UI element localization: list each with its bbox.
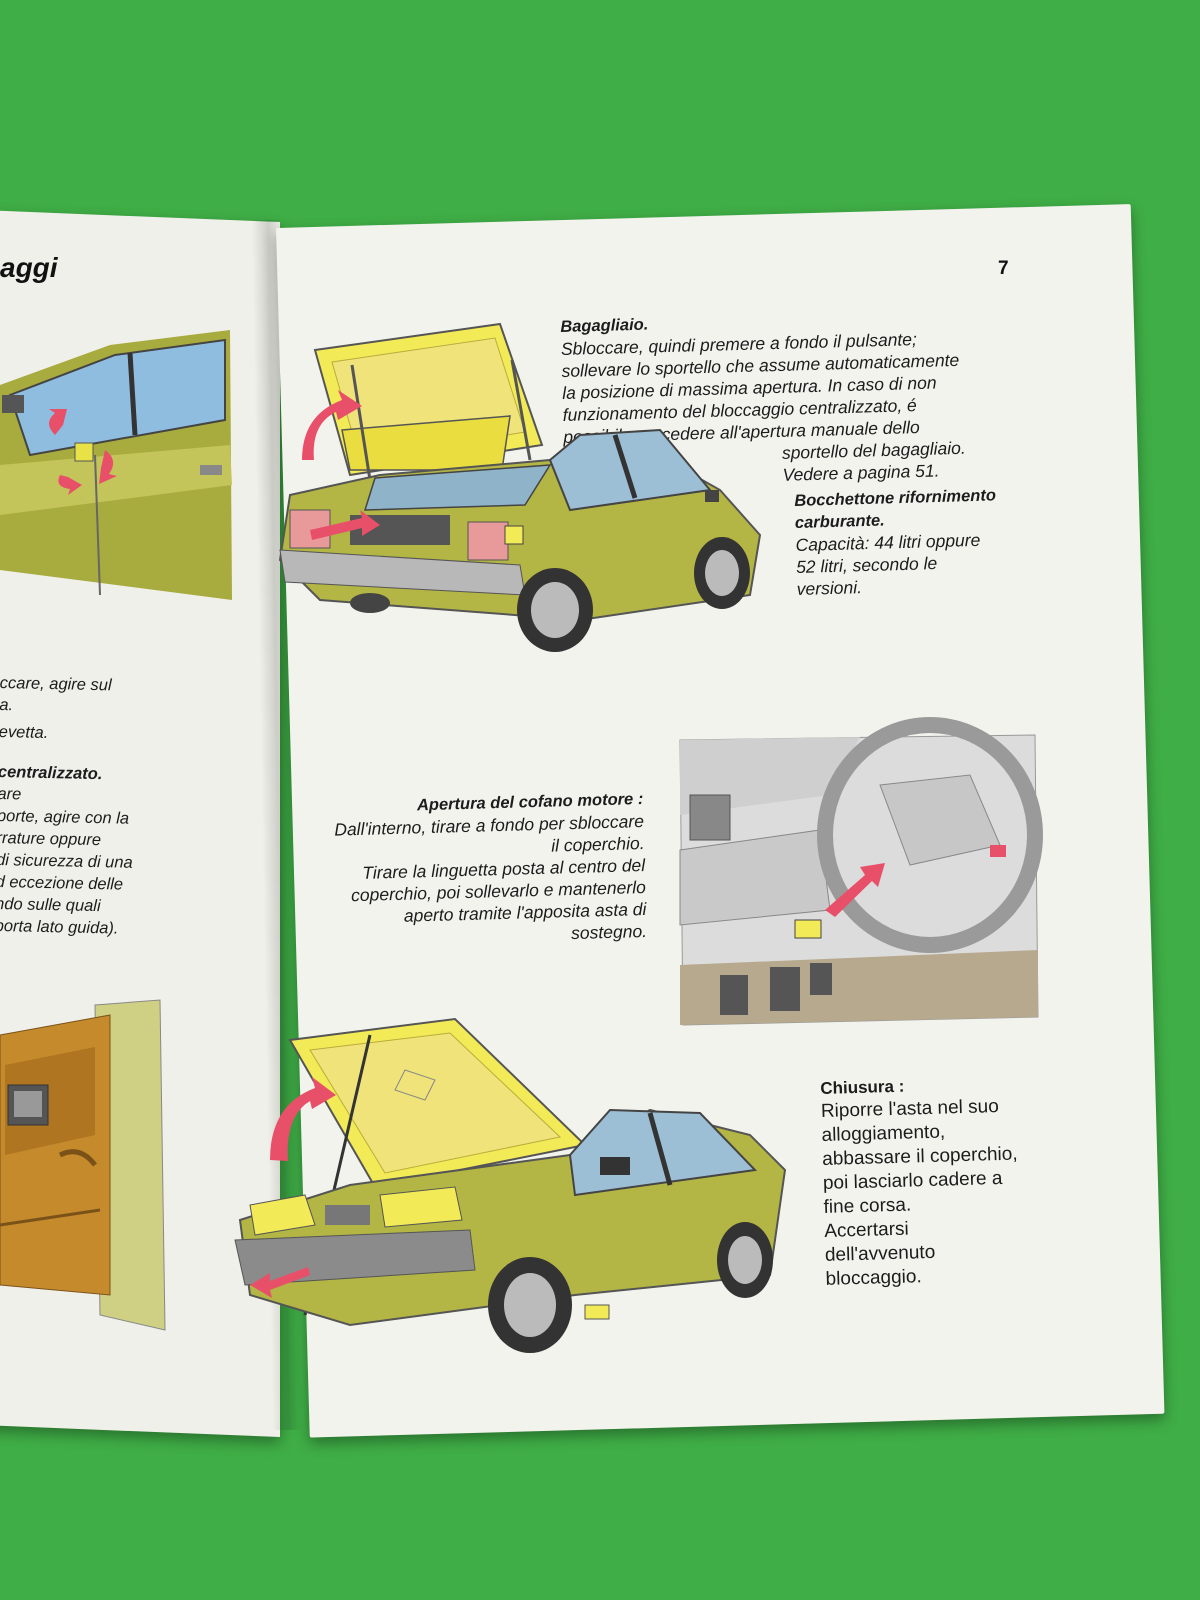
front-car-hood-illustration: [234, 1017, 787, 1353]
left-line: di sicurezza di una: [0, 850, 133, 872]
left-line: porta lato guida).: [0, 916, 119, 938]
cofano-block: Apertura del cofano motore : Dall'intern…: [255, 788, 647, 953]
left-line: are: [0, 784, 22, 804]
bocchettone-block: Bocchettone rifornimento carburante. Cap…: [794, 484, 999, 600]
left-line: rrature oppure: [0, 828, 102, 850]
left-line: d eccezione delle: [0, 872, 124, 894]
chiusura-block: Chiusura : Riporre l'asta nel suo allogg…: [820, 1073, 1021, 1292]
rear-car-hatch-illustration: [278, 322, 762, 652]
page-number: 7: [998, 258, 1009, 279]
left-line: a.: [0, 695, 14, 715]
left-line: ccare, agire sul: [0, 673, 112, 695]
left-door-interior-illustration: [0, 999, 166, 1331]
interior-dashboard-illustration: [679, 717, 1043, 1026]
left-line: ndo sulle quali: [0, 894, 101, 916]
left-line: centralizzato.: [0, 762, 103, 784]
left-line: evetta.: [0, 722, 49, 743]
left-line: porte, agire con la: [0, 806, 130, 828]
left-car-door-illustration: [0, 330, 232, 600]
left-heading-fragment: aggi: [0, 252, 58, 283]
left-text-column: ccare, agire sul a. evetta. centralizzat…: [0, 672, 137, 940]
